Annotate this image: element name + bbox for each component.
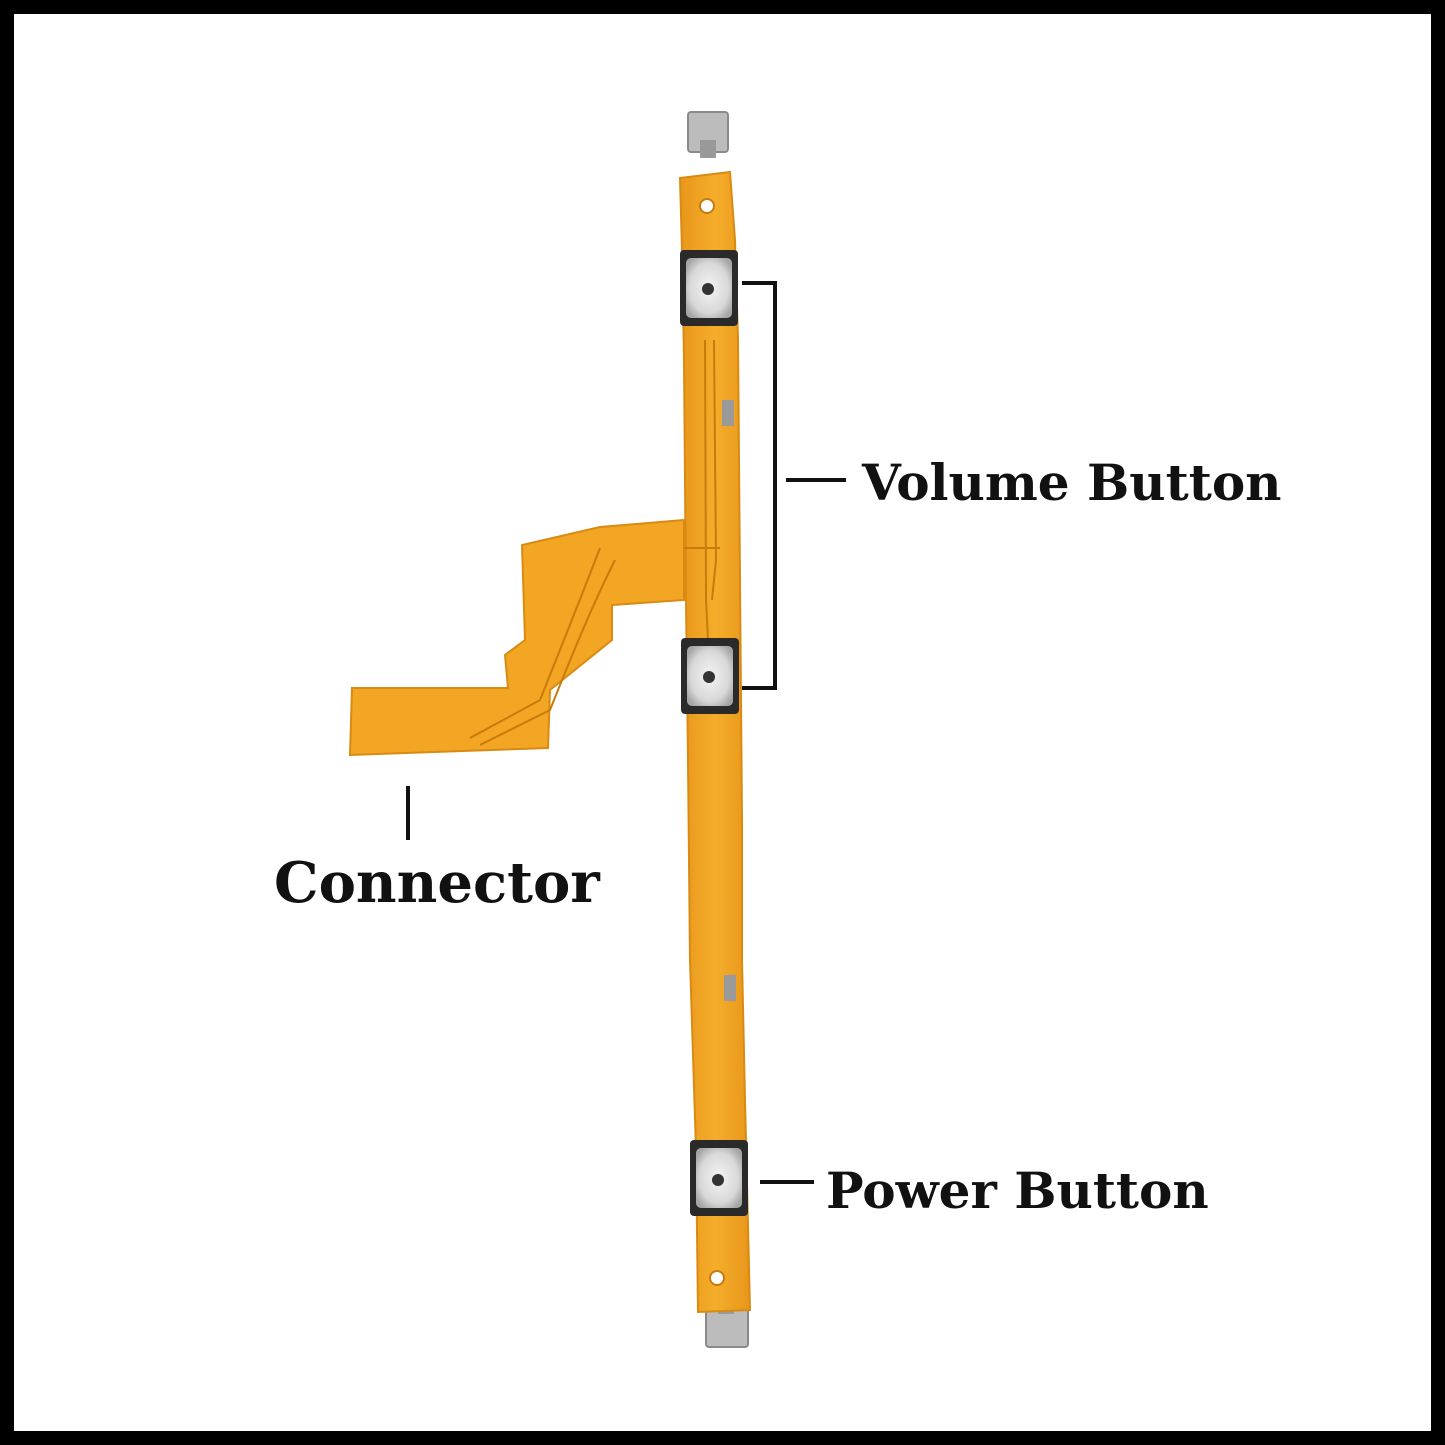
smd-component xyxy=(722,400,734,426)
mount-hole-bottom xyxy=(710,1271,724,1285)
volume-leader xyxy=(742,283,846,688)
smd-component xyxy=(724,975,736,1001)
power-button-label: Power Button xyxy=(826,1161,1209,1220)
connector-label: Connector xyxy=(274,850,601,916)
top-metal-bracket xyxy=(688,112,728,158)
volume-up-switch xyxy=(680,250,738,326)
power-switch xyxy=(690,1140,748,1216)
mount-hole-top xyxy=(700,199,714,213)
volume-down-switch xyxy=(681,638,739,714)
connector-branch xyxy=(350,520,684,755)
volume-button-label: Volume Button xyxy=(861,453,1282,512)
